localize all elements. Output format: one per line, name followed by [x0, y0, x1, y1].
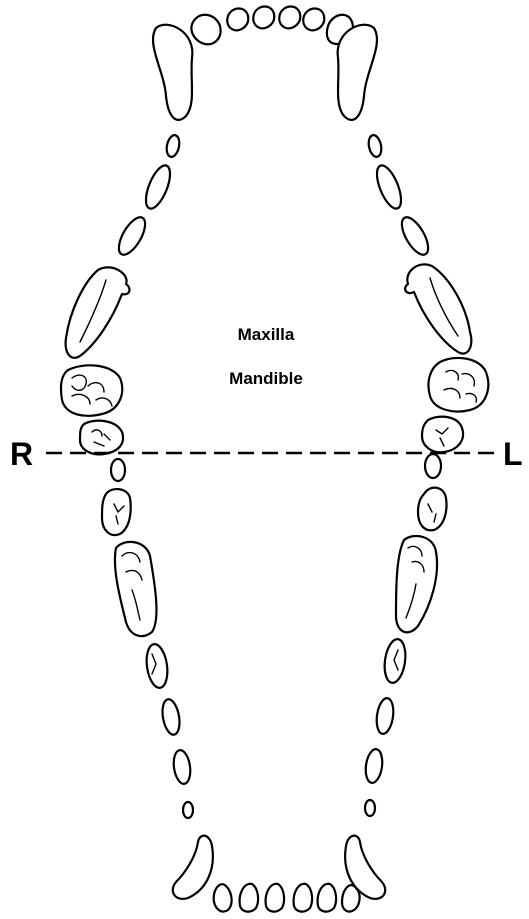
lower-incisor-r3[interactable]	[214, 884, 232, 911]
upper-carnassial-right[interactable]	[66, 267, 130, 357]
lower-premolar-r1[interactable]	[183, 802, 193, 818]
upper-molar-r2[interactable]	[80, 421, 123, 455]
lower-incisors	[214, 884, 360, 912]
mandible-arch	[102, 454, 447, 912]
upper-premolar-r2[interactable]	[141, 162, 175, 211]
upper-incisor-r2[interactable]	[227, 9, 248, 31]
upper-premolar-l2[interactable]	[372, 162, 406, 211]
lower-premolar-r3[interactable]	[160, 698, 182, 736]
upper-incisor-l1[interactable]	[279, 7, 300, 29]
lower-premolar-r4[interactable]	[144, 643, 170, 689]
upper-incisor-l2[interactable]	[303, 9, 324, 31]
lower-incisor-l2[interactable]	[318, 884, 336, 912]
left-side-label: L	[503, 436, 523, 472]
right-side-label: R	[10, 436, 33, 472]
lower-premolar-l2[interactable]	[364, 748, 385, 784]
upper-molar-l2[interactable]	[422, 417, 463, 453]
upper-molar-l1[interactable]	[428, 358, 488, 412]
lower-premolar-r2[interactable]	[172, 749, 193, 785]
upper-canine-right[interactable]	[153, 25, 192, 120]
upper-premolar-r3[interactable]	[114, 213, 151, 258]
lower-incisor-r1[interactable]	[266, 884, 284, 912]
lower-molar-l2[interactable]	[418, 488, 447, 531]
lower-incisor-l1[interactable]	[294, 884, 312, 912]
upper-premolar-r1[interactable]	[165, 134, 181, 158]
upper-premolar-l1[interactable]	[367, 134, 383, 158]
lower-molar-l3[interactable]	[425, 454, 441, 478]
maxilla-label: Maxilla	[238, 325, 295, 344]
lower-carnassial-right[interactable]	[115, 542, 157, 636]
lower-molar-r2[interactable]	[102, 489, 131, 535]
lower-incisor-l3[interactable]	[342, 885, 360, 911]
mandible-label: Mandible	[229, 369, 303, 388]
lower-premolar-l3[interactable]	[375, 697, 396, 735]
lower-incisor-r2[interactable]	[240, 884, 258, 912]
upper-carnassial-left[interactable]	[405, 264, 471, 353]
upper-incisor-r3[interactable]	[191, 15, 220, 45]
upper-incisor-r1[interactable]	[253, 7, 274, 29]
lower-molar-r3[interactable]	[111, 459, 125, 481]
upper-incisors	[191, 7, 352, 45]
upper-molar-r1[interactable]	[61, 365, 122, 415]
upper-canine-left[interactable]	[338, 25, 377, 120]
lower-premolar-l1[interactable]	[365, 800, 375, 816]
upper-premolar-l3[interactable]	[397, 213, 434, 258]
lower-canine-right[interactable]	[173, 836, 213, 899]
